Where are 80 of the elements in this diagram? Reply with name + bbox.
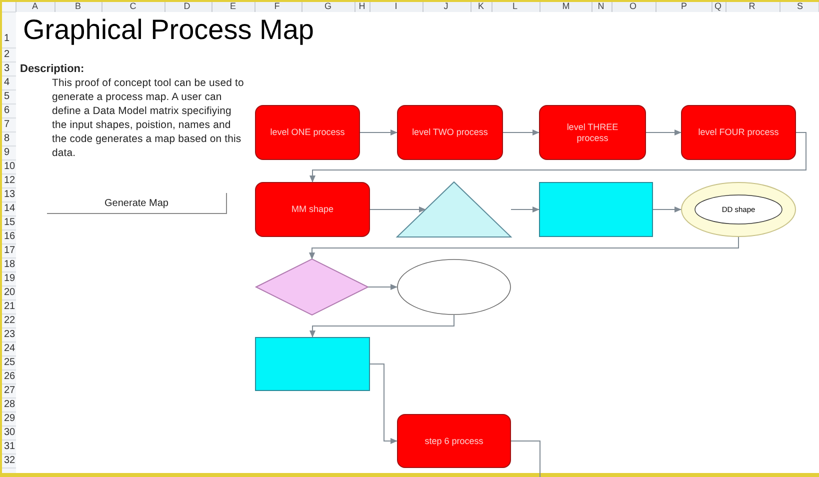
column-header: R	[748, 0, 756, 12]
row-number: 21	[4, 300, 16, 314]
page-title: Graphical Process Map	[23, 13, 314, 47]
connector-arrow	[370, 364, 398, 444]
connector-arrow	[308, 236, 739, 260]
node-label: level TWO process	[411, 127, 489, 138]
row-number: 4	[4, 76, 11, 90]
row-number: 19	[4, 272, 16, 286]
connector-arrow	[309, 314, 454, 338]
row-number: 25	[4, 356, 16, 370]
process-box	[397, 414, 511, 468]
row-number: 16	[4, 230, 16, 244]
generate-map-button	[47, 193, 227, 214]
row-number: 31	[4, 440, 16, 454]
row-number: 5	[4, 90, 11, 104]
row-number: 30	[4, 426, 16, 440]
row-number: 1	[4, 32, 11, 46]
node-label: level THREE process	[566, 122, 620, 144]
connector-arrow	[502, 129, 540, 136]
column-header: H	[358, 0, 366, 12]
process-box	[397, 105, 503, 160]
row-number: 29	[4, 412, 16, 426]
connector-arrow	[510, 440, 540, 477]
column-header: M	[561, 0, 571, 12]
row-number: 23	[4, 328, 16, 342]
row-number: 28	[4, 398, 16, 412]
column-header: I	[394, 0, 398, 12]
row-number: 22	[4, 314, 16, 328]
row-number: 15	[4, 216, 16, 230]
connector-arrow	[368, 284, 398, 290]
row-number: 3	[4, 62, 11, 76]
row-number: 8	[4, 132, 11, 146]
node-label: MM shape	[290, 204, 335, 215]
process-box	[681, 105, 796, 160]
column-header: F	[273, 0, 281, 12]
row-number: 26	[4, 370, 16, 384]
row-number: 32	[4, 454, 16, 468]
row-number: 20	[4, 286, 16, 300]
row-number: 18	[4, 258, 16, 272]
column-header: B	[74, 0, 82, 12]
row-number: 12	[4, 174, 16, 188]
column-header: P	[680, 0, 688, 12]
column-header: J	[442, 0, 450, 12]
node-label: step 6 process	[424, 436, 484, 446]
column-header: G	[323, 0, 332, 12]
node-label: level FOUR process	[697, 127, 780, 138]
column-header: D	[182, 0, 192, 12]
row-number: 27	[4, 384, 16, 398]
row-number: 10	[4, 160, 16, 174]
section-heading: Description:	[20, 63, 84, 75]
column-header: N	[596, 0, 606, 12]
connector-arrow	[510, 206, 540, 213]
row-number: 17	[4, 244, 16, 258]
column-header: S	[796, 0, 804, 12]
row-number: 6	[4, 104, 11, 118]
row-number: 14	[4, 202, 16, 216]
column-header: L	[511, 0, 518, 12]
description-paragraph: This proof of concept tool can be used to generate a process map. A user can define a Data Model matrix specifiying the input shapes, poistion, names and the code generates a map based on this data.	[52, 77, 244, 161]
row-number: 2	[4, 48, 11, 62]
connector-arrow	[309, 132, 806, 182]
row-number: 7	[4, 118, 11, 132]
row-number: 13	[4, 188, 16, 202]
ring-ellipse	[681, 182, 796, 237]
node-label: level ONE process	[269, 127, 346, 138]
connector-arrow	[646, 129, 682, 136]
process-box	[255, 105, 360, 160]
column-header: K	[476, 0, 485, 12]
column-header: A	[30, 0, 39, 12]
row-number: 24	[4, 342, 16, 356]
connector-arrow	[370, 206, 426, 213]
row-number: 9	[4, 146, 11, 160]
process-box	[539, 105, 646, 160]
column-header: C	[128, 0, 138, 12]
column-header: E	[228, 0, 237, 12]
node-label: Generate Map	[104, 198, 170, 208]
column-header: O	[628, 0, 638, 12]
column-header: Q	[713, 0, 722, 12]
connector-arrow	[360, 129, 398, 136]
connector-arrow	[652, 206, 682, 213]
process-box	[255, 182, 370, 237]
